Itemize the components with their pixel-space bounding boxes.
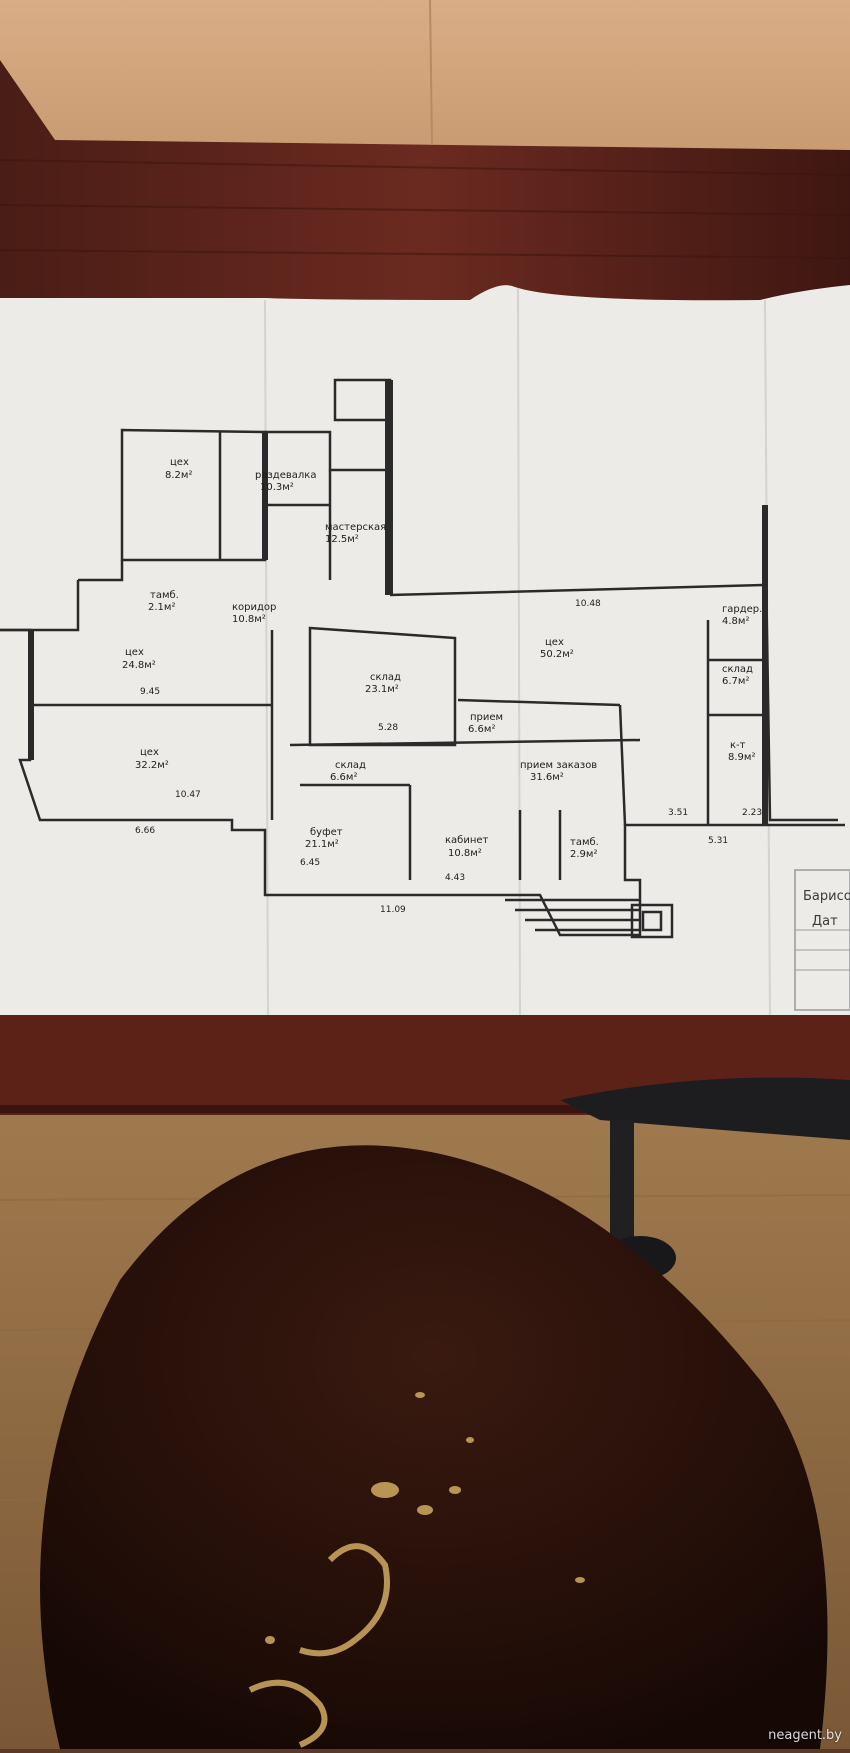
room-3-label: кабинет (445, 835, 489, 846)
plan-hatching (28, 380, 768, 825)
room-2-label: прием заказов (520, 760, 597, 771)
dimension-label: 3.51 (668, 808, 688, 818)
room-20-area: 10.8м² (232, 614, 266, 625)
room-5-area: 21.1м² (305, 839, 339, 850)
room-6-label: склад (335, 760, 366, 771)
dimension-label: 9.45 (140, 687, 160, 697)
room-9-area: 2.1м² (148, 602, 175, 613)
cardboard-box (0, 0, 850, 150)
room-7-area: 32.2м² (135, 760, 169, 771)
room-22-label: прием (470, 712, 503, 723)
room-18-label: мастерская (325, 522, 386, 533)
dimension-label: 4.43 (445, 873, 465, 883)
room-6-area: 6.6м² (330, 772, 357, 783)
room-23-label: цех (545, 637, 564, 648)
title-block-stamp: Барисо Дат (794, 869, 850, 1011)
room-24-area: 4.8м² (722, 616, 749, 627)
room-9-label: тамб. (150, 590, 179, 601)
chair-seat (40, 1145, 828, 1749)
room-4-label: тамб. (570, 837, 599, 848)
room-15-label: раздевалка (255, 470, 316, 481)
room-23-area: 50.2м² (540, 649, 574, 660)
dimension-label: 5.28 (378, 723, 398, 733)
dimension-label: 10.47 (175, 790, 201, 800)
dimension-label: 11.09 (380, 905, 406, 915)
room-4-area: 2.9м² (570, 849, 597, 860)
room-8-area: 24.8м² (122, 660, 156, 671)
dimension-label: 10.48 (575, 599, 601, 609)
stamp-text-1: Барисо (803, 889, 850, 904)
stamp-text-2: Дат (812, 914, 838, 929)
room-21-area: 23.1м² (365, 684, 399, 695)
room-14-label: цех (170, 457, 189, 468)
room-24-label: гардер. (722, 604, 762, 615)
room-5-label: буфет (310, 827, 343, 838)
dimension-label: 2.23 (742, 808, 762, 818)
dimension-labels: 10.48 11.09 9.45 10.47 6.66 6.45 4.43 5.… (135, 599, 762, 915)
room-2-area: 31.6м² (530, 772, 564, 783)
room-21-label: склад (370, 672, 401, 683)
room-7-label: цех (140, 747, 159, 758)
dimension-label: 5.31 (708, 836, 728, 846)
seat-wear-marks (248, 1392, 585, 1748)
dimension-label: 6.45 (300, 858, 320, 868)
room-8-label: цех (125, 647, 144, 658)
room-15-area: 10.3м² (260, 482, 294, 493)
watermark: neagent.by (768, 1728, 842, 1743)
room-18-area: 12.5м² (325, 534, 359, 545)
room-14-area: 8.2м² (165, 470, 192, 481)
room-20-label: коридор (232, 602, 276, 613)
chair-back (560, 1077, 850, 1140)
dimension-label: 6.66 (135, 826, 155, 836)
paper-sheet (0, 285, 850, 1015)
room-3-area: 10.8м² (448, 848, 482, 859)
room-26-label: к-т (730, 740, 746, 751)
room-25-area: 6.7м² (722, 676, 749, 687)
room-22-area: 6.6м² (468, 724, 495, 735)
room-26-area: 8.9м² (728, 752, 755, 763)
room-labels: цех 8.2м² раздевалка 10.3м² мастерская 1… (122, 457, 762, 860)
room-25-label: склад (722, 664, 753, 675)
